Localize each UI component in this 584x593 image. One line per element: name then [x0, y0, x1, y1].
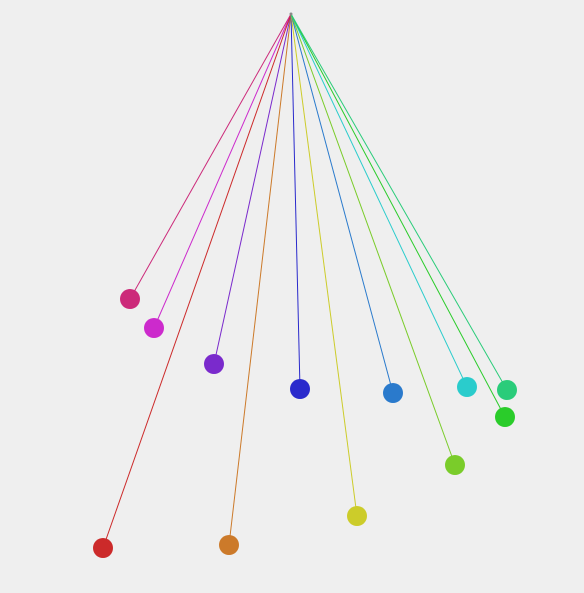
pendulum-bob-magenta[interactable] — [144, 318, 164, 338]
pendulum-string-yellow — [290, 13, 358, 517]
pendulum-string-violet — [213, 13, 292, 365]
pendulum-bob-azure[interactable] — [383, 383, 403, 403]
pendulum-bob-lime[interactable] — [445, 455, 465, 475]
pendulum-string-cyan — [290, 13, 468, 388]
pendulum-bob-cyan[interactable] — [457, 377, 477, 397]
pendulum-bob-yellow[interactable] — [347, 506, 367, 526]
pendulum-strings — [102, 13, 508, 549]
pendulum-string-magenta — [153, 13, 292, 329]
pendulum-bob-red[interactable] — [93, 538, 113, 558]
pendulum-string-green — [290, 13, 506, 418]
pivot-point — [289, 12, 293, 16]
pendulum-string-lime — [290, 13, 456, 466]
pendulum-string-orange — [228, 13, 292, 546]
pendulum-string-crimson — [129, 13, 292, 300]
pendulum-string-blue — [290, 13, 301, 390]
pendulum-string-mint — [290, 13, 508, 391]
pendulum-bobs — [93, 289, 517, 558]
pendulum-bob-blue[interactable] — [290, 379, 310, 399]
pendulum-bob-orange[interactable] — [219, 535, 239, 555]
pendulum-bob-violet[interactable] — [204, 354, 224, 374]
pendulum-string-red — [102, 13, 292, 549]
pendulum-bob-green[interactable] — [495, 407, 515, 427]
pendulum-bob-crimson[interactable] — [120, 289, 140, 309]
pendulum-bob-mint[interactable] — [497, 380, 517, 400]
pendulum-string-azure — [290, 13, 394, 394]
